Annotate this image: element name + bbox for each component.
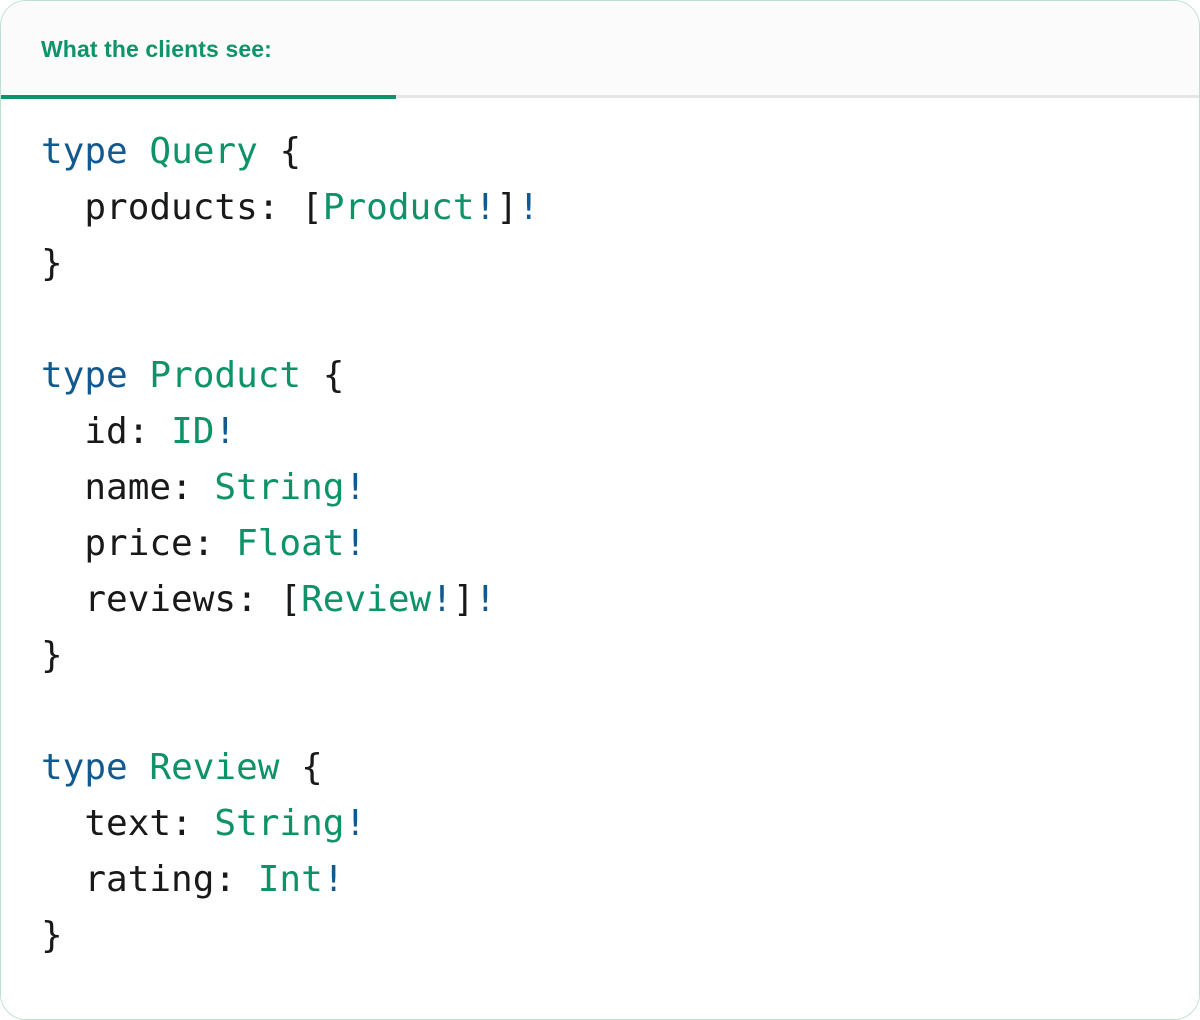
- code-token-punct: {: [279, 747, 323, 788]
- tab-strip: What the clients see:: [1, 1, 1199, 99]
- code-indent: [41, 803, 84, 844]
- code-token-bang: !: [322, 859, 345, 900]
- code-line: type Product {: [41, 348, 1199, 404]
- code-token-type: Product: [322, 187, 475, 228]
- code-token-type: Int: [257, 859, 323, 900]
- code-token-bang: !: [517, 187, 540, 228]
- code-token-bang: !: [344, 467, 367, 508]
- code-line: price: Float!: [41, 516, 1199, 572]
- code-token-type: String: [214, 803, 345, 844]
- code-token-punct: }: [41, 635, 63, 676]
- code-token-type: Review: [301, 579, 432, 620]
- code-token-type: Float: [236, 523, 345, 564]
- code-line: type Review {: [41, 740, 1199, 796]
- code-token-field: id:: [84, 411, 172, 452]
- code-token-type: Review: [149, 747, 280, 788]
- tab-label: What the clients see:: [41, 36, 272, 62]
- code-line: products: [Product!]!: [41, 180, 1199, 236]
- code-line: name: String!: [41, 460, 1199, 516]
- code-token-type: Query: [149, 131, 258, 172]
- code-line: reviews: [Review!]!: [41, 572, 1199, 628]
- tab-what-the-clients-see[interactable]: What the clients see:: [1, 1, 396, 98]
- code-line: rating: Int!: [41, 852, 1199, 908]
- code-indent: [41, 411, 84, 452]
- code-token-type: Product: [149, 355, 302, 396]
- code-token-field: price:: [84, 523, 237, 564]
- code-token-punct: }: [41, 915, 63, 956]
- code-indent: [41, 579, 84, 620]
- code-line: }: [41, 628, 1199, 684]
- code-token-bang: !: [474, 187, 497, 228]
- code-token-field: name:: [84, 467, 215, 508]
- code-line: [41, 684, 1199, 740]
- graphql-schema-code: type Query { products: [Product!]!} type…: [1, 124, 1199, 964]
- code-token-punct: {: [301, 355, 345, 396]
- code-token-punct: [128, 355, 150, 396]
- code-token-punct: ]: [496, 187, 518, 228]
- code-token-bang: !: [344, 803, 367, 844]
- code-token-punct: [: [301, 187, 323, 228]
- code-line: text: String!: [41, 796, 1199, 852]
- code-token-bang: !: [474, 579, 497, 620]
- code-token-kw: type: [41, 355, 128, 396]
- code-token-type: String: [214, 467, 345, 508]
- code-line: id: ID!: [41, 404, 1199, 460]
- code-token-punct: {: [257, 131, 302, 172]
- code-token-field: rating:: [84, 859, 258, 900]
- tab-active-underline: [1, 95, 396, 99]
- code-token-punct: [128, 747, 150, 788]
- code-token-kw: type: [41, 747, 128, 788]
- code-token-punct: ]: [452, 579, 475, 620]
- code-line: }: [41, 908, 1199, 964]
- code-viewer[interactable]: type Query { products: [Product!]!} type…: [1, 98, 1199, 1018]
- code-indent: [41, 859, 84, 900]
- code-token-bang: !: [344, 523, 367, 564]
- code-token-type: ID: [171, 411, 215, 452]
- code-line: type Query {: [41, 124, 1199, 180]
- code-token-punct: }: [41, 243, 63, 284]
- code-token-punct: [: [279, 579, 302, 620]
- code-indent: [41, 523, 84, 564]
- code-token-field: text:: [84, 803, 215, 844]
- code-line: [41, 292, 1199, 348]
- code-token-field: products:: [84, 187, 302, 228]
- code-indent: [41, 187, 84, 228]
- code-token-punct: [128, 131, 150, 172]
- code-token-bang: !: [431, 579, 453, 620]
- code-indent: [41, 467, 84, 508]
- code-token-bang: !: [214, 411, 237, 452]
- code-token-field: reviews:: [84, 579, 280, 620]
- code-token-kw: type: [41, 131, 128, 172]
- code-line: }: [41, 236, 1199, 292]
